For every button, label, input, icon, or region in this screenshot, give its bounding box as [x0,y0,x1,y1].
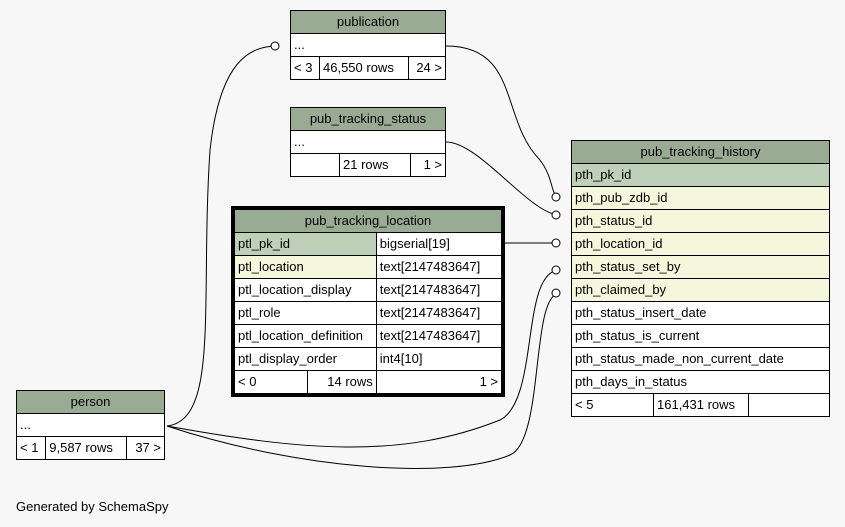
column-name: pth_pub_zdb_id [571,186,830,210]
crowfoot-circle [551,210,561,220]
edge-status-history [445,141,561,216]
column-name: pth_status_insert_date [571,301,830,325]
children-count[interactable]: 1 > [410,153,446,177]
column-name: pth_claimed_by [571,278,830,302]
row-count: 14 rows [307,370,377,394]
column-type: text[2147483647] [375,278,503,302]
column-name: ptl_location_display [234,278,377,302]
children-count[interactable] [748,393,830,417]
children-count[interactable]: 37 > [126,436,165,460]
parents-count[interactable]: < 3 [290,56,320,80]
table-person[interactable]: person ... < 1 9,587 rows 37 > [15,390,165,460]
edge-person-setby [166,269,561,448]
row-count: 9,587 rows [45,436,128,460]
column-name: pth_status_made_non_current_date [571,347,830,371]
table-title: person [16,390,165,414]
parents-count[interactable]: < 5 [571,393,654,417]
table-pub-tracking-location[interactable]: pub_tracking_location ptl_pk_id bigseria… [231,206,505,397]
table-pub-tracking-status[interactable]: pub_tracking_status ... 21 rows 1 > [290,107,446,177]
column-type: int4[10] [375,347,503,371]
column-name: ptl_role [234,301,377,325]
table-title: publication [290,10,446,34]
column-name: ptl_pk_id [234,232,377,256]
column-name: pth_pk_id [571,163,830,187]
row-count: 46,550 rows [319,56,409,80]
table-row: ... [16,413,165,437]
column-type: text[2147483647] [375,301,503,325]
column-name: ptl_location_definition [234,324,377,348]
table-title: pub_tracking_history [571,140,830,164]
parents-count[interactable]: < 0 [234,370,308,394]
table-title: pub_tracking_status [290,107,446,131]
column-name: pth_location_id [571,232,830,256]
edge-person-publication [166,45,279,427]
table-row: ... [290,33,446,57]
children-count[interactable]: 24 > [407,56,447,80]
crowfoot-circle [551,265,561,275]
row-count: 21 rows [338,153,412,177]
table-title: pub_tracking_location [234,209,502,233]
column-name: ptl_location [234,255,377,279]
edge-publication-history [445,45,561,198]
column-name: pth_status_set_by [571,255,830,279]
column-name: pth_status_id [571,209,830,233]
column-type: text[2147483647] [375,255,503,279]
crowfoot-circle [551,288,561,298]
table-pub-tracking-history[interactable]: pub_tracking_history pth_pk_id pth_pub_z… [571,140,830,417]
table-publication[interactable]: publication ... < 3 46,550 rows 24 > [290,10,447,80]
row-count: 161,431 rows [653,393,749,417]
children-count[interactable]: 1 > [375,370,503,394]
column-name: ptl_display_order [234,347,377,371]
crowfoot-circle [270,41,280,51]
parents-count[interactable] [290,153,340,177]
edge-person-claimed [166,292,561,469]
column-type: text[2147483647] [375,324,503,348]
column-type: bigserial[19] [375,232,503,256]
column-name: pth_days_in_status [571,370,830,394]
generated-by-footer: Generated by SchemaSpy [16,499,169,514]
parents-count[interactable]: < 1 [15,436,47,460]
crowfoot-circle [551,192,561,202]
table-row: ... [290,130,446,154]
crowfoot-circle [551,238,561,248]
column-name: pth_status_is_current [571,324,830,348]
